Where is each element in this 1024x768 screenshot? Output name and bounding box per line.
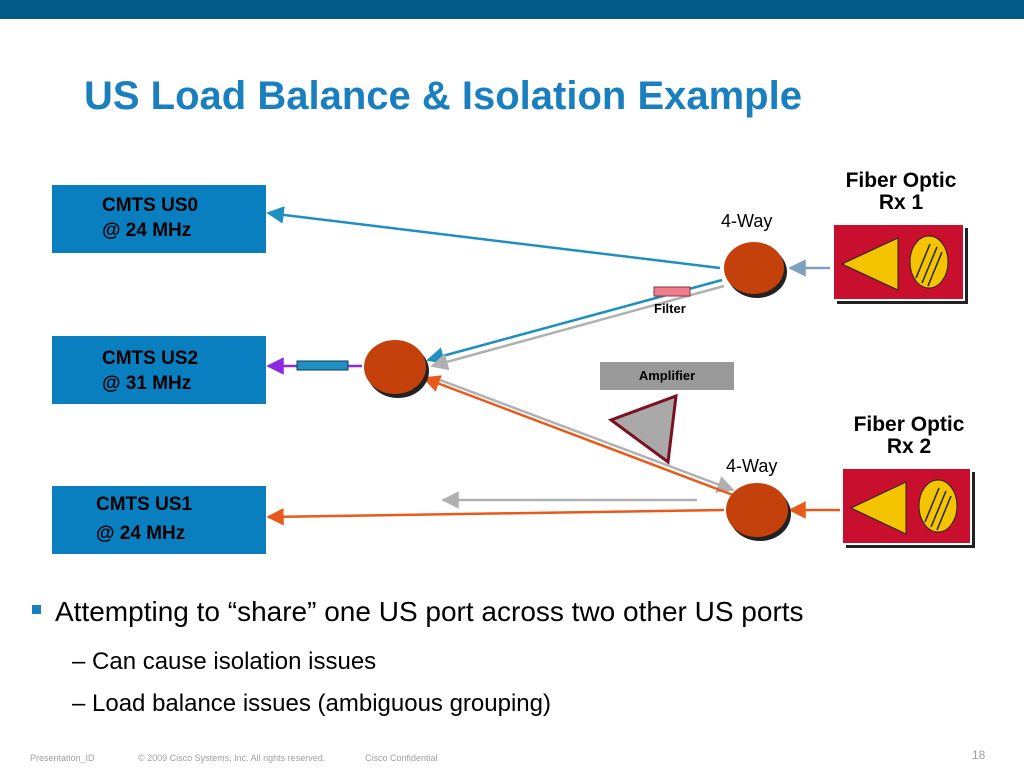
top-bar [0,0,1024,19]
cmts-us2-freq: @ 31 MHz [102,373,192,394]
line-4way-bottom-to-splitter [422,375,734,497]
cmts-us0-name: CMTS US0 [102,195,199,216]
fiber-optic-rx1-device [832,223,968,304]
cmts-us2-box: CMTS US2 @ 31 MHz [52,336,266,404]
fiber-optic-rx2-device [841,467,975,548]
splitter-bottom-label: 4-Way [726,456,778,476]
cmts-us1-name: CMTS US1 [96,494,193,515]
splitter-middle [364,340,429,398]
fiber-optic-rx1-label: Fiber Optic Rx 1 [845,169,957,214]
cmts-us0-freq: @ 24 MHz [102,220,192,241]
line-4way-top-to-us0 [266,206,721,270]
amplifier-triangle-icon [607,393,678,465]
cmts-us1-freq: @ 24 MHz [96,523,186,544]
bullet-sub-2: – Load balance issues (ambiguous groupin… [72,690,551,717]
filter-rect [653,286,691,297]
line-gray-to-splitter [430,284,725,371]
fiber-optic-rx2-label: Fiber Optic Rx 2 [853,413,965,458]
line-gray-diagonal [439,378,735,493]
splitter-4way-bottom [726,483,791,541]
bullet-sub-1: – Can cause isolation issues [72,648,377,675]
amplifier-label: Amplifier [600,362,734,390]
cmts-us1-box: CMTS US1 @ 24 MHz [52,486,266,554]
filter-label: Filter [654,301,686,316]
splitter-top-label: 4-Way [721,211,773,231]
bullet-main: Attempting to “share” one US port across… [32,596,804,628]
slide-title: US Load Balance & Isolation Example [84,74,802,118]
cmts-us2-name: CMTS US2 [102,348,199,369]
bullet-square-icon [32,605,41,615]
footer-confidential: Cisco Confidential [365,753,438,763]
page-number: 18 [972,748,986,762]
splitter-4way-top [724,242,787,298]
line-4way-bottom-to-us1 [266,508,725,526]
blue-filter-rect [296,360,349,371]
cmts-us0-box: CMTS US0 @ 24 MHz [52,185,266,253]
footer-presentation-id: Presentation_ID [30,753,95,763]
footer-copyright: © 2009 Cisco Systems, Inc. All rights re… [138,753,326,763]
